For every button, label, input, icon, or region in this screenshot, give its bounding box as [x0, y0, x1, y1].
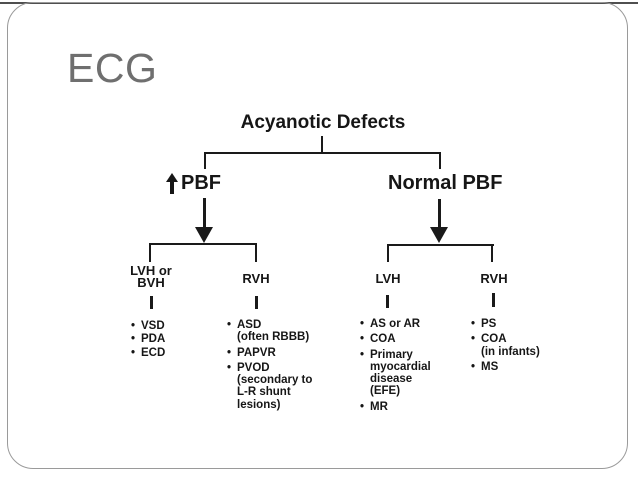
slide-title: ECG: [67, 45, 158, 91]
top-edge-line: [0, 2, 638, 4]
bullet-icon: [471, 318, 481, 330]
list-item: MS: [471, 361, 540, 373]
bullet-icon: [471, 361, 481, 373]
bullet-icon: [360, 318, 370, 330]
list-item: PAPVR: [227, 347, 312, 359]
increased-pbf-label: PBF: [181, 172, 221, 194]
node-lvh-right: LVH: [375, 271, 401, 286]
right-split-bar: [387, 244, 494, 246]
right-split-stub-a: [387, 245, 389, 262]
list-rvh-right: PS COA (in infants) MS: [471, 318, 540, 376]
list-item: ASD (often RBBB): [227, 319, 312, 344]
list-item: Primary myocardial disease (EFE): [360, 349, 431, 398]
left-split-bar: [149, 243, 257, 245]
connector-top-bar: [204, 152, 441, 154]
dash-under-rvh-left: [255, 296, 258, 309]
node-rvh-left: RVH: [242, 271, 270, 286]
left-down-arrow-icon: [195, 227, 213, 243]
bullet-icon: [471, 333, 481, 358]
connector-root-stub: [321, 136, 323, 153]
left-arrow-shaft: [203, 198, 206, 228]
bullet-icon: [360, 401, 370, 413]
node-normal-pbf: Normal PBF: [388, 172, 502, 195]
connector-top-right-stub: [439, 153, 441, 169]
right-down-arrow-icon: [430, 227, 448, 243]
bullet-icon: [227, 362, 237, 411]
node-acyanotic-defects: Acyanotic Defects: [240, 112, 406, 133]
up-arrow-icon: [166, 172, 178, 195]
bullet-icon: [227, 347, 237, 359]
bullet-icon: [131, 320, 141, 332]
list-item: VSD: [131, 320, 165, 332]
list-lvh-bvh: VSD PDA ECD: [131, 320, 165, 360]
list-rvh-left: ASD (often RBBB) PAPVR PVOD (secondary t…: [227, 319, 312, 414]
dash-under-lvh-right: [386, 295, 389, 308]
left-split-stub-b: [255, 244, 257, 262]
list-item: AS or AR: [360, 318, 431, 330]
list-item: ECD: [131, 347, 165, 359]
slide-rounded-frame: [7, 2, 628, 469]
left-split-stub-a: [149, 244, 151, 262]
list-item: COA (in infants): [471, 333, 540, 358]
node-increased-pbf: PBF: [166, 172, 221, 195]
node-rvh-right: RVH: [480, 271, 508, 286]
dash-under-lvh-bvh: [150, 296, 153, 309]
list-item: PS: [471, 318, 540, 330]
list-item: COA: [360, 333, 431, 345]
bullet-icon: [227, 319, 237, 344]
bullet-icon: [360, 333, 370, 345]
bullet-icon: [131, 333, 141, 345]
normal-pbf-label: Normal PBF: [388, 172, 503, 194]
node-lvh-or-bvh: LVH or BVH: [130, 263, 172, 291]
bullet-icon: [131, 347, 141, 359]
dash-under-rvh-right: [492, 293, 495, 307]
connector-top-left-stub: [204, 153, 206, 169]
right-split-stub-b: [491, 245, 493, 262]
list-item: MR: [360, 401, 431, 413]
list-item: PDA: [131, 333, 165, 345]
bullet-icon: [360, 349, 370, 398]
list-item: PVOD (secondary to L-R shunt lesions): [227, 362, 312, 411]
list-lvh-right: AS or AR COA Primary myocardial disease …: [360, 318, 431, 416]
right-arrow-shaft: [438, 199, 441, 228]
